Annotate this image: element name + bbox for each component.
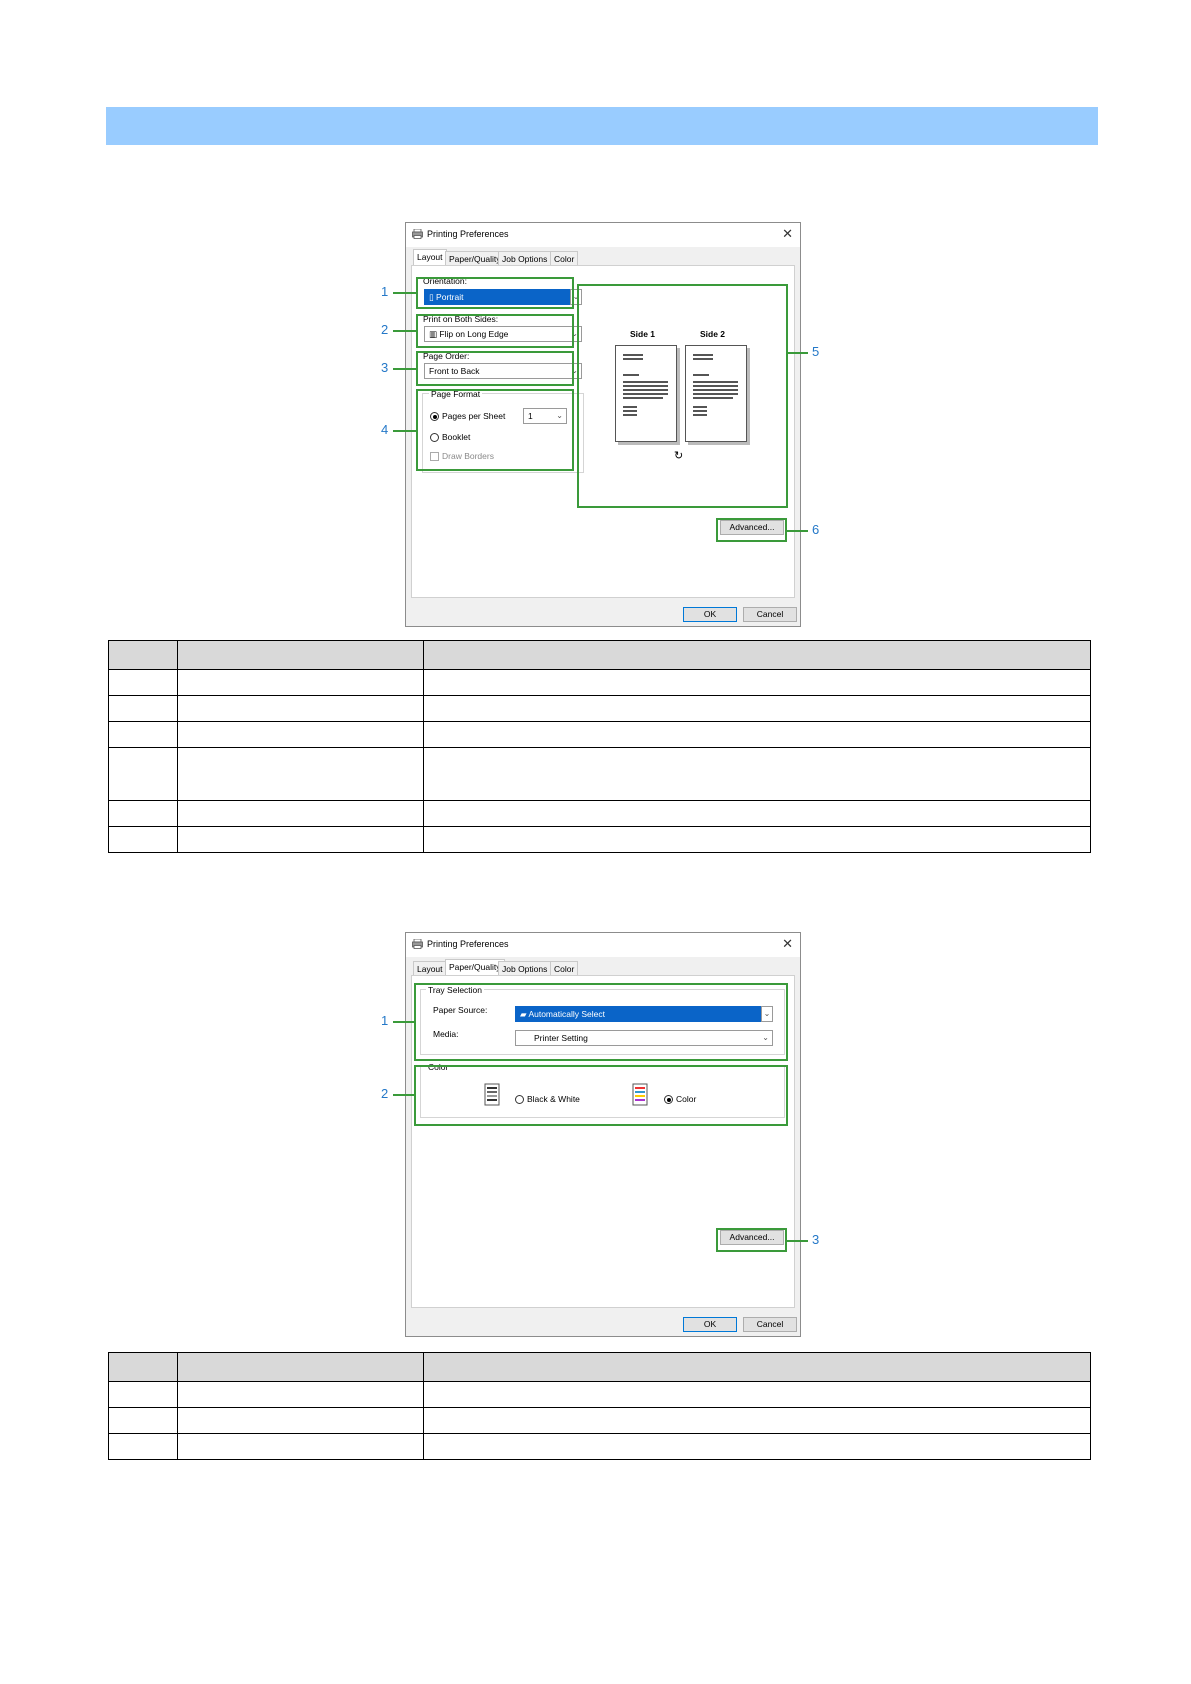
color-icon <box>632 1083 648 1106</box>
black-white-radio[interactable] <box>515 1095 524 1104</box>
chevron-down-icon: ⌄ <box>571 366 578 375</box>
pages-per-sheet-select[interactable]: 1 ⌄ <box>523 408 567 424</box>
callout-4: 4 <box>381 422 389 437</box>
booklet-label: Booklet <box>442 432 471 442</box>
side2-label: Side 2 <box>700 329 726 339</box>
orientation-label: Orientation: <box>423 276 467 286</box>
highlight-page-order <box>416 351 574 386</box>
callout-6: 6 <box>812 522 820 537</box>
page-format-group <box>422 393 584 473</box>
paper-source-select[interactable]: ▰ Automatically Select ⌄ <box>515 1006 773 1022</box>
color-option-label: Color <box>676 1094 697 1104</box>
color-group-label: Color <box>426 1062 451 1072</box>
color-radio[interactable] <box>664 1095 673 1104</box>
pages-per-sheet-radio[interactable] <box>430 412 439 421</box>
pages-per-sheet-label: Pages per Sheet <box>442 411 506 421</box>
both-sides-select[interactable]: ▥ Flip on Long Edge ⌄ <box>424 326 582 342</box>
tab-layout[interactable]: Layout <box>413 249 447 266</box>
printing-preferences-dialog-paper: Printing Preferences ✕ Layout Paper/Qual… <box>405 932 801 1337</box>
ok-button[interactable]: OK <box>683 1317 737 1332</box>
dialog-title: Printing Preferences <box>427 229 509 239</box>
tray-selection-label: Tray Selection <box>426 985 485 995</box>
media-label: Media: <box>433 1029 459 1039</box>
draw-borders-label: Draw Borders <box>442 451 494 461</box>
tab-color[interactable]: Color <box>550 251 579 265</box>
flip-arrow-icon: ↻ <box>674 450 684 462</box>
duplex-icon: ▥ <box>429 329 440 339</box>
tray-selection-group <box>420 989 785 1055</box>
highlight-page-format <box>416 389 574 471</box>
chevron-down-icon: ⌄ <box>571 329 578 338</box>
chevron-down-icon: ⌄ <box>762 1033 769 1042</box>
chevron-down-icon: ⌄ <box>761 1006 773 1022</box>
page-format-label: Page Format <box>429 389 483 399</box>
black-white-label: Black & White <box>527 1094 580 1104</box>
printing-preferences-dialog-layout: Printing Preferences ✕ Layout Paper/Qual… <box>405 222 801 627</box>
cancel-button[interactable]: Cancel <box>743 1317 797 1332</box>
callout-2: 2 <box>381 322 389 337</box>
tab-job-options[interactable]: Job Options <box>498 961 552 975</box>
section-header-band <box>106 107 1098 145</box>
tab-layout[interactable]: Layout <box>413 961 447 975</box>
highlight-tray-selection <box>414 983 788 1061</box>
highlight-advanced <box>716 518 787 542</box>
ok-button[interactable]: OK <box>683 607 737 622</box>
printer-icon <box>412 229 423 239</box>
callout-2: 2 <box>381 1086 389 1101</box>
tab-job-options[interactable]: Job Options <box>498 251 552 265</box>
title-bar: Printing Preferences ✕ <box>406 933 800 957</box>
highlight-preview <box>577 284 788 508</box>
tab-color[interactable]: Color <box>550 961 579 975</box>
paper-source-label: Paper Source: <box>433 1005 488 1015</box>
chevron-down-icon: ⌄ <box>556 411 563 420</box>
media-select[interactable]: Printer Setting ⌄ <box>515 1030 773 1046</box>
booklet-radio[interactable] <box>430 433 439 442</box>
title-bar: Printing Preferences ✕ <box>406 223 800 247</box>
page-preview-side2 <box>685 345 747 442</box>
callout-5: 5 <box>812 344 820 359</box>
layout-panel: Orientation: ▯ Portrait ⌄ Print on Both … <box>411 265 795 598</box>
printer-icon <box>412 939 423 949</box>
layout-table <box>108 640 1091 853</box>
close-icon[interactable]: ✕ <box>782 226 793 241</box>
tab-paper-quality[interactable]: Paper/Quality <box>445 959 505 976</box>
page-order-label: Page Order: <box>423 351 470 361</box>
highlight-both-sides <box>416 314 574 348</box>
both-sides-label: Print on Both Sides: <box>423 314 499 324</box>
highlight-orientation <box>416 277 574 309</box>
side1-label: Side 1 <box>630 329 656 339</box>
draw-borders-checkbox[interactable] <box>430 452 439 461</box>
highlight-color-group <box>414 1065 788 1126</box>
tray-icon: ▰ <box>520 1009 529 1019</box>
advanced-button[interactable]: Advanced... <box>720 520 784 535</box>
paper-quality-table <box>108 1352 1091 1460</box>
paper-quality-panel: Tray Selection Paper Source: ▰ Automatic… <box>411 975 795 1308</box>
page-order-select[interactable]: Front to Back ⌄ <box>424 363 582 379</box>
callout-1: 1 <box>381 1013 389 1028</box>
dialog-title: Printing Preferences <box>427 939 509 949</box>
close-icon[interactable]: ✕ <box>782 936 793 951</box>
black-white-icon <box>484 1083 500 1106</box>
portrait-icon: ▯ <box>429 292 437 302</box>
callout-3: 3 <box>381 360 389 375</box>
highlight-advanced <box>716 1228 787 1252</box>
callout-3: 3 <box>812 1232 820 1247</box>
cancel-button[interactable]: Cancel <box>743 607 797 622</box>
page-preview-side1 <box>615 345 677 442</box>
tab-paper-quality[interactable]: Paper/Quality <box>445 251 505 265</box>
callout-1: 1 <box>381 284 389 299</box>
advanced-button[interactable]: Advanced... <box>720 1230 784 1245</box>
